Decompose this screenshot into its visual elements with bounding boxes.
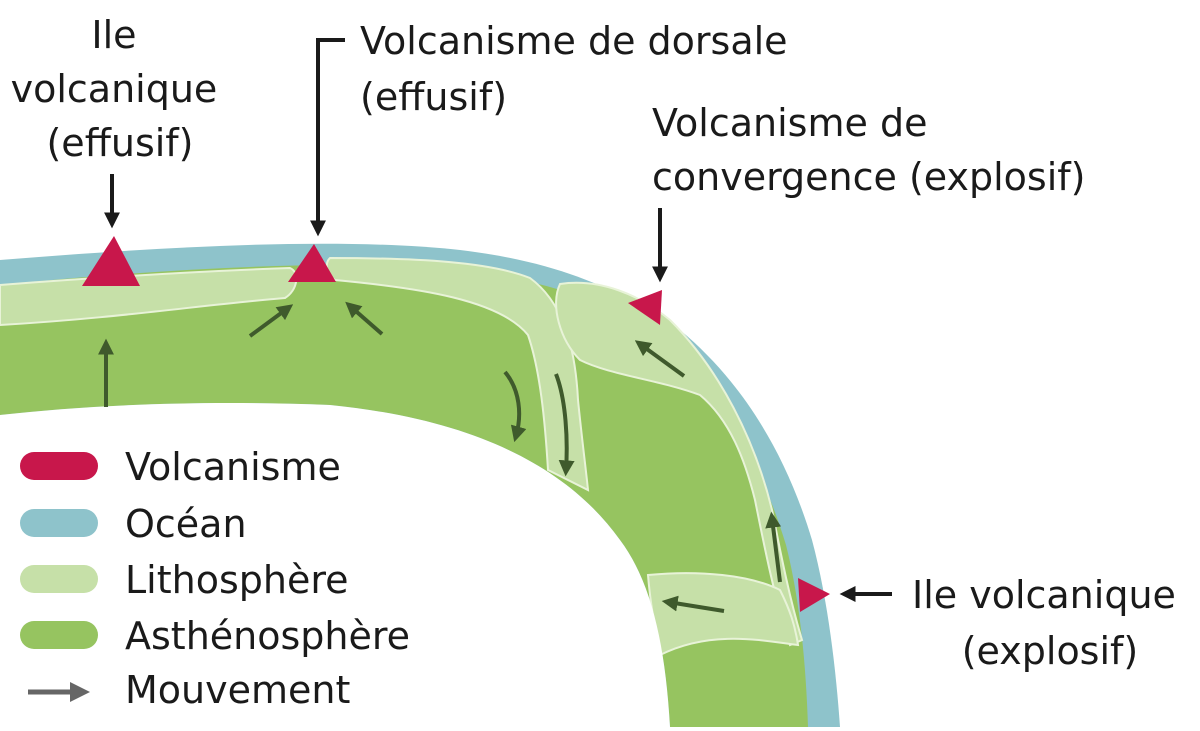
lithosphere-plate-ridge-right xyxy=(325,256,590,492)
legend-label-mouvement: Mouvement xyxy=(125,668,350,712)
movement-arrow-ridge-left xyxy=(248,304,294,338)
asthenosphere-layer xyxy=(0,265,808,727)
legend-label-volcanisme: Volcanisme xyxy=(125,445,341,489)
legend-label-ocean: Océan xyxy=(125,502,247,546)
volcano-convergence xyxy=(628,290,662,325)
legend: Volcanisme Océan Lithosphère Asthénosphè… xyxy=(20,445,410,712)
pointer-arrow-dorsale xyxy=(310,38,345,237)
movement-arrow-subduction-1 xyxy=(503,370,527,443)
volcano-island-effusif xyxy=(82,236,140,286)
core-interior xyxy=(0,403,670,727)
movement-arrow-subduction-2 xyxy=(554,373,575,477)
legend-swatch-asthenosphere xyxy=(20,621,98,649)
movement-arrow-ridge-right xyxy=(345,301,384,336)
legend-label-asthenosphere: Asthénosphère xyxy=(125,614,410,658)
volcano-island-explosif xyxy=(798,578,830,612)
legend-label-lithosphere: Lithosphère xyxy=(125,558,349,602)
movement-arrow-lower-slab xyxy=(661,595,725,613)
label-convergence: Volcanisme de convergence (explosif) xyxy=(652,101,1086,199)
legend-swatch-volcanisme xyxy=(20,452,98,480)
label-ile-explosif: Ile volcanique (explosif) xyxy=(912,573,1188,673)
movement-arrow-mantle-up xyxy=(634,340,686,378)
label-dorsale: Volcanisme de dorsale (effusif) xyxy=(360,19,800,119)
legend-swatch-lithosphere xyxy=(20,565,98,593)
label-ile-effusif: Ile volcanique (effusif) xyxy=(11,13,230,165)
movement-arrow-slab-up xyxy=(765,511,782,583)
volcano-ridge xyxy=(288,244,336,282)
legend-swatch-ocean xyxy=(20,509,98,537)
